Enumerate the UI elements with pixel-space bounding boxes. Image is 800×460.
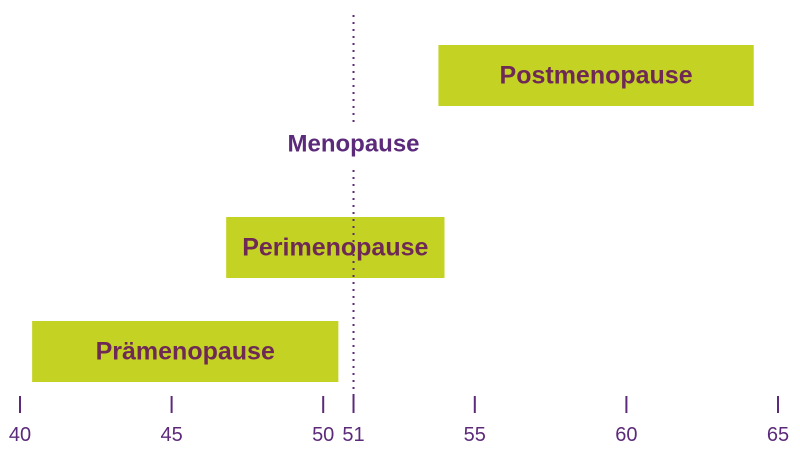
x-tick-label-65: 65 — [767, 424, 789, 446]
x-tick-label-55: 55 — [464, 424, 486, 446]
bar-pr-menopause — [32, 321, 339, 382]
bar-postmenopause — [438, 45, 754, 106]
bar-label-perimenopause: Perimenopause — [242, 234, 428, 262]
x-tick-label-45: 45 — [160, 424, 182, 446]
bar-perimenopause — [226, 217, 445, 278]
bar-label-postmenopause: Postmenopause — [500, 62, 693, 90]
x-tick-label-50: 50 — [312, 424, 334, 446]
menopause-marker-label: Menopause — [288, 131, 420, 158]
bar-label-pr-menopause: Prämenopause — [96, 338, 275, 366]
x-tick-label-51: 51 — [342, 424, 364, 446]
x-tick-label-60: 60 — [615, 424, 637, 446]
x-tick-label-40: 40 — [9, 424, 31, 446]
x-axis-ticks: 40 45 50 51 55 60 65 — [9, 396, 789, 446]
